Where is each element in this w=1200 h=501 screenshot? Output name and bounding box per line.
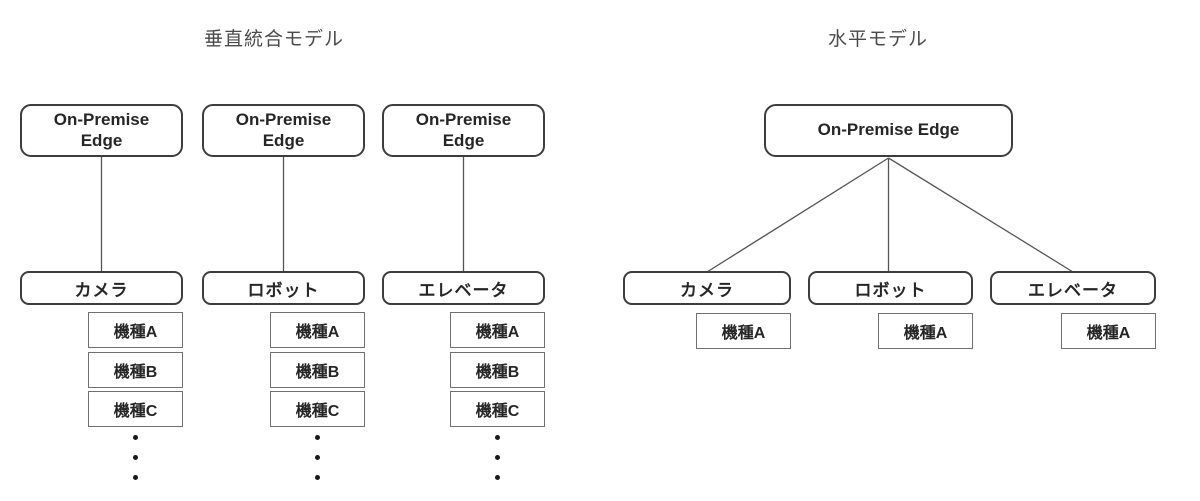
vertical-ellipsis bbox=[132, 435, 138, 480]
dot bbox=[494, 435, 500, 440]
dot bbox=[314, 475, 320, 480]
category-node-camera: カメラ bbox=[623, 271, 791, 305]
model-node: 機種B bbox=[270, 352, 365, 388]
connector-line bbox=[706, 157, 889, 273]
category-node-elevator: エレベータ bbox=[990, 271, 1156, 305]
edge-label-line: Edge bbox=[262, 130, 305, 150]
dot bbox=[314, 435, 320, 440]
dot bbox=[314, 455, 320, 460]
edge-label-line: On-Premise bbox=[415, 109, 512, 129]
on-premise-edge-node: On-Premise Edge bbox=[202, 104, 365, 157]
dot bbox=[132, 455, 138, 460]
model-node: 機種C bbox=[450, 391, 545, 427]
category-node-camera: カメラ bbox=[20, 271, 183, 305]
edge-label-line: On-Premise bbox=[235, 109, 332, 129]
category-node-robot: ロボット bbox=[202, 271, 365, 305]
connector-line bbox=[888, 157, 1074, 273]
model-node: 機種A bbox=[450, 312, 545, 348]
model-node: 機種C bbox=[270, 391, 365, 427]
vertical-ellipsis bbox=[494, 435, 500, 480]
model-node: 機種C bbox=[88, 391, 183, 427]
on-premise-edge-node: On-Premise Edge bbox=[764, 104, 1013, 157]
model-node: 機種A bbox=[1061, 313, 1156, 349]
vertical-ellipsis bbox=[314, 435, 320, 480]
on-premise-edge-node: On-Premise Edge bbox=[382, 104, 545, 157]
edge-label-line: Edge bbox=[80, 130, 123, 150]
model-node: 機種A bbox=[696, 313, 791, 349]
vertical-model-title: 垂直統合モデル bbox=[203, 29, 344, 50]
horizontal-model-title: 水平モデル bbox=[827, 29, 928, 50]
edge-label: On-Premise Edge bbox=[817, 120, 960, 140]
model-node: 機種A bbox=[270, 312, 365, 348]
edge-label-line: On-Premise bbox=[53, 109, 150, 129]
model-node: 機種B bbox=[450, 352, 545, 388]
dot bbox=[494, 475, 500, 480]
on-premise-edge-node: On-Premise Edge bbox=[20, 104, 183, 157]
dot bbox=[132, 435, 138, 440]
model-node: 機種A bbox=[88, 312, 183, 348]
category-node-robot: ロボット bbox=[808, 271, 973, 305]
dot bbox=[132, 475, 138, 480]
model-node: 機種B bbox=[88, 352, 183, 388]
dot bbox=[494, 455, 500, 460]
model-node: 機種A bbox=[878, 313, 973, 349]
category-node-elevator: エレベータ bbox=[382, 271, 545, 305]
edge-label-line: Edge bbox=[442, 130, 485, 150]
